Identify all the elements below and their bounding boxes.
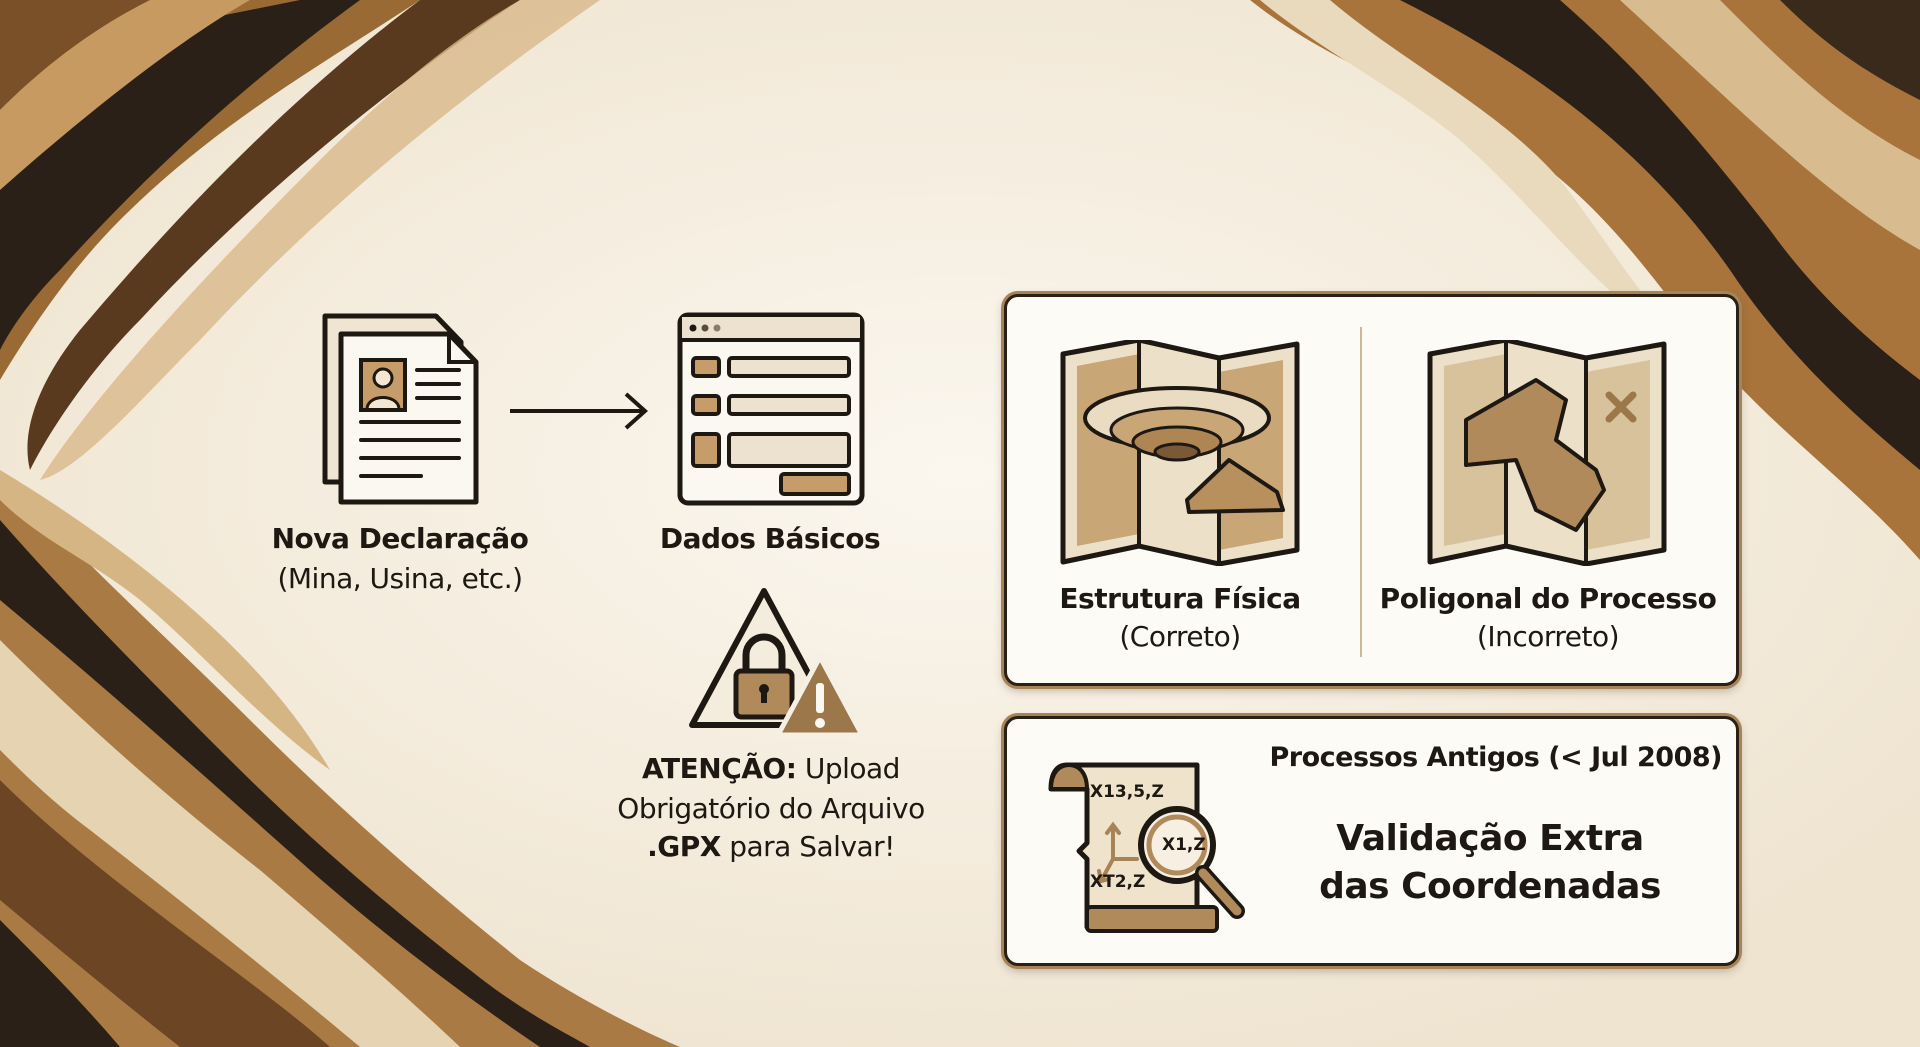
warning-line2: Obrigatório do Arquivo [617,792,925,825]
step2-title: Dados Básicos [659,522,881,555]
warning-line1: ATENÇÃO: Upload [642,752,900,785]
warning-line3: .GPX para Salvar! [647,830,895,863]
legacy-heading: Processos Antigos (< Jul 2008) [1269,742,1722,773]
map-mine-icon [1060,340,1300,566]
left-map-title: Estrutura Física [1059,582,1301,615]
step1-subtitle: (Mina, Usina, etc.) [277,562,523,595]
divider [1360,327,1362,657]
warning-text3: para Salvar! [720,830,895,863]
warning-gpx: .GPX [647,830,721,863]
coord-label-2: X1,Z [1162,835,1206,855]
document-profile-icon [322,313,479,505]
left-map-subtitle: (Correto) [1119,620,1241,653]
scroll-magnifier-icon [1048,762,1245,933]
legacy-title-2: das Coordenadas [1319,866,1661,907]
right-map-title: Poligonal do Processo [1379,582,1717,615]
right-map-subtitle: (Incorreto) [1476,620,1620,653]
step1-title: Nova Declaração [271,522,529,555]
form-window-icon [677,312,865,506]
legacy-title-1: Validação Extra [1336,818,1644,859]
legacy-heading-text: Processos Antigos (< Jul 2008) [1269,742,1722,773]
warning-strong: ATENÇÃO: [642,752,797,785]
coord-label-1: X13,5,Z [1090,782,1164,802]
lock-warning-icon [689,588,865,738]
warning-text1: Upload [796,752,901,785]
map-polygon-x-icon [1427,340,1667,566]
arrow-right-icon [510,392,648,430]
coord-label-3: XT2,Z [1090,872,1146,892]
